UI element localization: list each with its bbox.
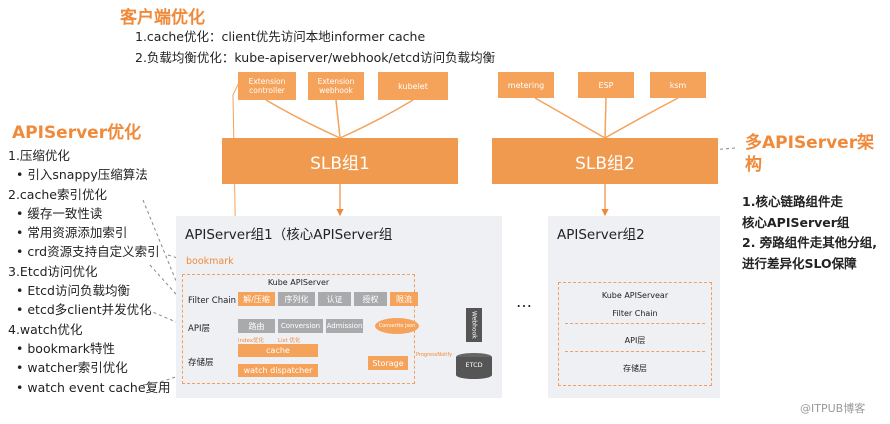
multi-line-1: 1.核心链路组件走 (742, 194, 843, 209)
watch-dispatcher-box: watch dispatcher (238, 364, 318, 377)
slb-group-2: SLB组2 (492, 138, 718, 184)
section-heading: 3.Etcd访问优化 (8, 263, 98, 279)
list-item: 引入snappy压缩算法 (8, 165, 171, 184)
section-heading: 2.cache索引优化 (8, 186, 107, 202)
multi-apiserver-desc: 1.核心链路组件走 核心APIServer组 2. 旁路组件走其他分组, 进行差… (742, 192, 877, 274)
filter-chip-ratelimit: 限流 (390, 292, 418, 306)
apiserver-opt-list: 1.压缩优化 引入snappy压缩算法 2.cache索引优化 缓存一致性读 常… (8, 146, 171, 397)
client-box-extension-controller: Extension controller (238, 72, 296, 100)
client-to-slb1-lines (265, 99, 414, 139)
list-item: watch event cache复用 (8, 378, 170, 397)
list-item: etcd多client并发优化 (8, 300, 171, 319)
api-chip-admission: Admission (326, 319, 363, 333)
list-note: List 优化 (278, 338, 301, 344)
section-heading: 4.watch优化 (8, 321, 83, 337)
client-box-metering: metering (498, 72, 554, 98)
multi-title-line-2: 构 (745, 155, 762, 175)
client-opt-title: 客户端优化 (120, 8, 205, 28)
group2-divider-1 (565, 323, 705, 324)
filter-chip-serialize: 序列化 (278, 292, 315, 306)
client-opt-item-1: 1.cache优化：client优先访问本地informer cache (135, 29, 426, 44)
group2-divider-2 (565, 351, 705, 352)
bookmark-label: bookmark (186, 256, 234, 267)
filter-chip-authn: 认证 (318, 292, 351, 306)
group2-frame: Kube APIServear Filter Chain API层 存储层 (558, 282, 712, 386)
api-chip-conversion: Conversion (278, 319, 323, 333)
apiserver-group-2: APIServer组2 Kube APIServear Filter Chain… (548, 216, 720, 398)
slb-group-1: SLB组1 (222, 138, 458, 184)
client-box-esp: ESP (578, 72, 634, 98)
filter-chain-label: Filter Chain (188, 296, 237, 306)
client-box-extension-webhook: Extension webhook (308, 72, 364, 100)
api-layer-label: API层 (188, 324, 210, 334)
ellipsis: … (516, 292, 532, 311)
list-item: Etcd访问负载均衡 (8, 281, 171, 300)
api-chip-route: 路由 (238, 319, 275, 333)
group2-row-filter: Filter Chain (612, 309, 658, 318)
group2-row-kube: Kube APIServear (601, 291, 669, 300)
list-item: bookmark特性 (8, 339, 171, 358)
group2-title: APIServer组2 (557, 227, 645, 243)
apiserver-opt-title: APIServer优化 (12, 123, 142, 143)
section-heading: 1.压缩优化 (8, 148, 70, 163)
list-item: 常用资源添加索引 (8, 223, 171, 242)
list-item: watcher索引优化 (8, 358, 171, 377)
convert-json-badge: Convertto json (375, 318, 419, 334)
etcd-database-icon (456, 353, 492, 379)
cache-box: cache (238, 344, 318, 357)
client-to-slb2-lines (534, 97, 679, 139)
client-opt-item-2: 2.负载均衡优化：kube-apiserver/webhook/etcd访问负载… (135, 50, 496, 65)
kube-apiserver-label: Kube APIServer (267, 278, 330, 287)
group2-row-storage: 存储层 (623, 364, 647, 373)
apiserver-group-1: APIServer组1（核心APIServer组 bookmark Kube A… (176, 216, 502, 398)
group1-title: APIServer组1（核心APIServer组 (185, 227, 393, 243)
progress-notify-note: ProgressNotify (416, 352, 453, 358)
multi-line-2: 核心APIServer组 (742, 214, 850, 230)
group2-row-api: API层 (624, 336, 646, 345)
filter-chip-authz: 授权 (354, 292, 387, 306)
list-item: 缓存一致性读 (8, 204, 171, 223)
multi-line-3: 2. 旁路组件走其他分组, (742, 235, 878, 250)
list-item: crd资源支持自定义索引 (8, 242, 171, 261)
client-box-ksm: ksm (650, 72, 706, 98)
client-box-kubelet: kubelet (378, 72, 448, 100)
storage-layer-label: 存储层 (188, 358, 214, 368)
webhook-box: Webhook (466, 308, 482, 342)
multi-apiserver-title: 多APIServer架 构 (745, 132, 874, 176)
etcd-label: ETCD (465, 361, 483, 369)
storage-box: Storage (368, 356, 408, 370)
watermark: @ITPUB博客 (800, 402, 866, 415)
filter-chip-compress: 解/压缩 (238, 292, 275, 306)
index-note: index优化 (238, 338, 265, 344)
multi-line-4: 进行差异化SLO保障 (742, 255, 857, 271)
multi-title-line-1: 多APIServer架 (745, 133, 875, 153)
